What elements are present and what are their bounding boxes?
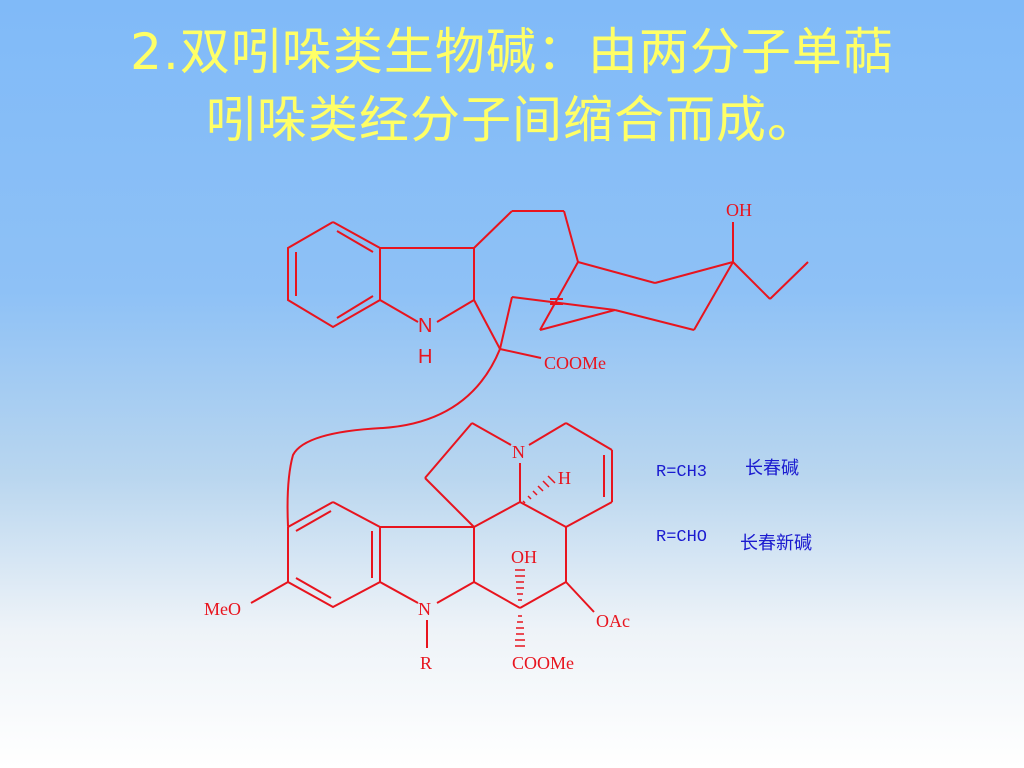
slide-title: 2.双吲哚类生物碱：由两分子单萜 吲哚类经分子间缩合而成。: [0, 18, 1024, 154]
lower-pyridine-d: [565, 501, 613, 528]
upper-ring-d: [577, 261, 656, 284]
upper-ring-f: [693, 261, 734, 331]
lower-h-hash-4: [537, 485, 544, 492]
upper-ethyl-2: [769, 261, 809, 300]
upper-coome-bond: [499, 348, 542, 359]
legend-name-2: 长春新碱: [740, 533, 812, 554]
upper-n-label: N: [418, 315, 432, 337]
upper-benzene-ring: [287, 221, 381, 329]
upper-ring-i: [539, 261, 579, 331]
lower-bond-n-c7a: [379, 581, 419, 604]
lower-pyrrolidine-b: [424, 422, 473, 479]
upper-bond-n-c7a: [379, 299, 419, 323]
lower-h-hash-1: [522, 500, 526, 504]
upper-ring-k: [499, 296, 513, 350]
title-line-2: 吲哚类经分子间缩合而成。: [206, 91, 818, 149]
upper-benzene-double-3: [336, 295, 374, 319]
lower-coome-label: COOMe: [512, 653, 574, 673]
lower-ring-n-label: N: [512, 442, 525, 462]
lower-h-hash-3: [532, 490, 538, 496]
lower-pyridine-b: [565, 422, 613, 451]
legend: R=CH3 长春碱 R=CHO 长春新碱: [656, 458, 812, 554]
legend-formula-1: R=CH3: [656, 463, 707, 482]
upper-ring-e: [654, 261, 734, 284]
lower-meo-label: MeO: [204, 599, 241, 619]
upper-ring-l: [473, 299, 501, 350]
upper-ring-h: [539, 309, 616, 331]
lower-ring6-e: [473, 501, 521, 528]
upper-benzene-double-1: [336, 230, 374, 253]
lower-ring6-a: [473, 581, 521, 609]
lower-oac-label: OAc: [596, 611, 630, 631]
upper-ring-j: [511, 296, 616, 311]
lower-h-hash-5: [542, 480, 550, 488]
lower-benzene-ring: [287, 501, 381, 609]
upper-bond-c1-n: [436, 299, 475, 323]
lower-indole-n-label: N: [418, 599, 431, 619]
lower-h-hash-6: [547, 475, 556, 484]
upper-oh-label: OH: [726, 200, 752, 220]
lower-benzene-double-1: [295, 510, 332, 532]
lower-ring6-b: [519, 581, 567, 609]
upper-h-label: H: [418, 346, 432, 368]
upper-ring-a: [473, 210, 513, 249]
lower-meo-bond: [250, 581, 289, 604]
upper-ring-c: [563, 210, 579, 263]
upper-coome-label: COOMe: [544, 353, 606, 373]
legend-formula-2: R=CHO: [656, 528, 707, 547]
lower-h-hash-2: [527, 495, 532, 500]
structure-bonds: [250, 210, 809, 648]
lower-bond-c2-n: [436, 581, 475, 604]
upper-ethyl-1: [732, 261, 771, 300]
legend-name-1: 长春碱: [745, 458, 799, 479]
lower-r-label: R: [420, 653, 432, 673]
upper-ring-g: [614, 309, 695, 331]
lower-pyrrolidine-c: [471, 422, 512, 446]
lower-oh-label: OH: [511, 547, 537, 567]
lower-ring6-d: [519, 501, 567, 528]
lower-benzene-double-3: [295, 577, 332, 599]
title-line-1: 2.双吲哚类生物碱：由两分子单萜: [130, 23, 894, 81]
lower-pyrrolidine-a: [424, 477, 475, 528]
lower-h-label: H: [558, 468, 571, 488]
lower-oac-bond: [565, 581, 595, 613]
linking-bond: [286, 348, 501, 527]
lower-pyridine-a: [528, 422, 567, 446]
